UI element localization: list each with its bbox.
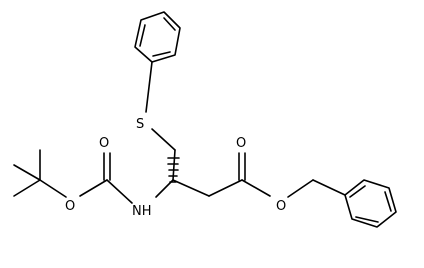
bond-ether-o-to-benzyl-ch2 — [287, 179, 314, 198]
carbamate-carbonyl-o-label: O — [99, 136, 109, 151]
tbutyl-methyl-down — [13, 179, 41, 197]
bond-sulfur-to-ch2 — [151, 128, 176, 151]
stereo-hash-wedge — [167, 157, 180, 183]
bond-ch2-to-ester-carbon — [208, 179, 243, 197]
bond-phenyl-to-sulfur — [145, 61, 153, 113]
phenyl-top-inner-double-bonds — [139, 17, 176, 57]
bond-ester-carbon-to-ether-o — [241, 179, 271, 197]
ester-carbonyl: O — [236, 136, 246, 181]
phenyl-right-ring-bonds — [344, 179, 397, 228]
carbamate-ether-o-label: O — [65, 199, 75, 214]
bond-ether-o-to-quaternary-c — [39, 179, 67, 198]
bond-nh-to-carbamate-carbon — [106, 179, 133, 204]
nh-atom-label: NH — [132, 204, 152, 219]
phenyl-right-inner-double-bonds — [349, 185, 392, 223]
bond-carbamate-carbon-to-ether-o — [79, 179, 108, 197]
ester-carbonyl-o-label: O — [236, 136, 246, 151]
bond-stereocenter-to-ch2 — [172, 179, 210, 197]
bond-stereocenter-to-nh — [155, 179, 174, 198]
bond-benzyl-ch2-to-ring — [312, 179, 346, 196]
tbutyl-methyl-left — [13, 164, 41, 181]
sulfur-atom-label: S — [136, 117, 144, 132]
carbamate-carbonyl: O — [99, 136, 111, 181]
ester-ether-o-label: O — [276, 199, 286, 214]
phenyl-ring-right — [344, 179, 397, 228]
tert-butyl-group — [13, 149, 41, 197]
phenyl-top-ring-bonds — [134, 11, 181, 63]
phenyl-ring-top — [134, 11, 181, 63]
bond-ch2-to-stereocenter — [172, 149, 176, 181]
